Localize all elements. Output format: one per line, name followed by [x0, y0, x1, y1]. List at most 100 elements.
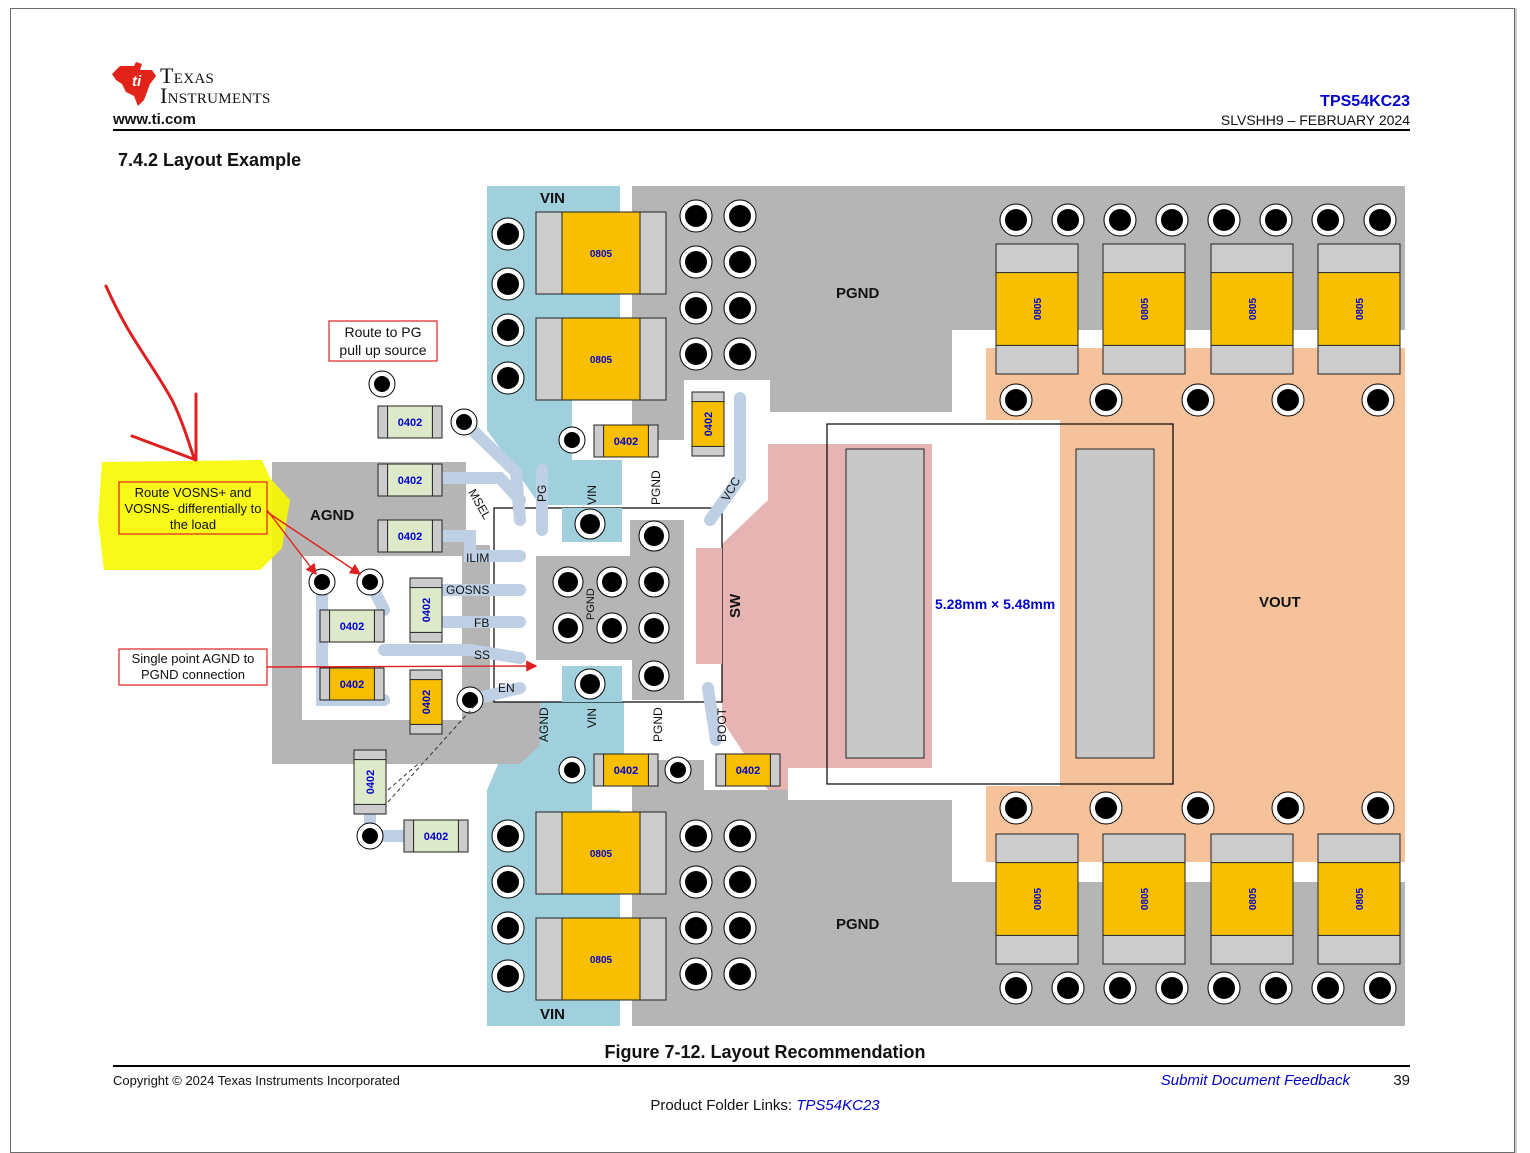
label-vout: VOUT — [1259, 594, 1301, 611]
via — [368, 370, 396, 398]
via — [1207, 203, 1241, 237]
pin-vin-bottom: VIN — [585, 708, 599, 728]
label-sw: SW — [727, 593, 744, 618]
pin-pg: PG — [535, 485, 549, 502]
via — [679, 911, 713, 945]
svg-text:0402: 0402 — [614, 765, 638, 777]
via — [1363, 203, 1397, 237]
via — [1181, 791, 1215, 825]
callout-pg-line2: pull up source — [339, 342, 426, 358]
via — [596, 566, 628, 598]
via — [1155, 203, 1189, 237]
doc-revision: SLVSHH9 – FEBRUARY 2024 — [1220, 112, 1410, 128]
submit-feedback-link[interactable]: Submit Document Feedback — [1160, 1072, 1350, 1089]
component-0402: 0402 — [319, 609, 385, 643]
via — [1361, 383, 1395, 417]
product-link[interactable]: TPS54KC23 — [796, 1097, 880, 1114]
via — [456, 686, 484, 714]
callout-vosns-line2: VOSNS- differentially to — [124, 501, 261, 516]
via — [450, 408, 478, 436]
website-url[interactable]: www.ti.com — [113, 111, 196, 128]
via — [1103, 203, 1137, 237]
svg-text:0805: 0805 — [590, 955, 613, 966]
via — [679, 291, 713, 325]
figure-caption: Figure 7-12. Layout Recommendation — [604, 1042, 926, 1062]
via — [1311, 203, 1345, 237]
via — [308, 568, 336, 596]
via — [638, 566, 670, 598]
via — [638, 520, 670, 552]
product-folder-links: Product Folder Links: TPS54KC23 — [0, 1097, 1530, 1114]
svg-text:0402: 0402 — [398, 417, 422, 429]
capacitor-0805: 0805 — [1102, 243, 1186, 375]
component-set: 0805080508050805080508050805080508050805… — [319, 211, 1401, 1001]
component-0402: 0402 — [319, 667, 385, 701]
via — [679, 957, 713, 991]
section-title: 7.4.2 Layout Example — [118, 150, 302, 170]
svg-text:0805: 0805 — [1355, 297, 1366, 320]
via — [491, 313, 525, 347]
via — [664, 756, 692, 784]
via — [558, 756, 586, 784]
via — [1207, 971, 1241, 1005]
via — [1311, 971, 1345, 1005]
component-0402: 0402 — [593, 753, 659, 787]
via — [1259, 203, 1293, 237]
pin-gosns: GOSNS — [446, 583, 489, 597]
via — [999, 383, 1033, 417]
via — [574, 508, 606, 540]
pin-ss: SS — [474, 648, 490, 662]
component-0402: 0402 — [377, 519, 443, 553]
label-pgnd-bottom: PGND — [836, 916, 880, 933]
via — [638, 612, 670, 644]
component-0402: 0402 — [377, 405, 443, 439]
via — [491, 267, 525, 301]
via — [999, 791, 1033, 825]
svg-text:0402: 0402 — [398, 475, 422, 487]
via — [1259, 971, 1293, 1005]
svg-text:0402: 0402 — [421, 690, 433, 714]
via — [723, 865, 757, 899]
pin-pgnd-bottom: PGND — [651, 707, 665, 742]
header-rule — [113, 129, 1410, 131]
label-inductor-size: 5.28mm × 5.48mm — [935, 596, 1055, 612]
svg-text:0402: 0402 — [703, 412, 715, 436]
svg-text:0805: 0805 — [590, 849, 613, 860]
ti-logo-icon: ti — [112, 62, 156, 106]
via — [999, 203, 1033, 237]
component-0402: 0402 — [691, 391, 725, 457]
capacitor-0805: 0805 — [535, 917, 667, 1001]
via — [1089, 383, 1123, 417]
callout-vosns-box — [118, 481, 268, 535]
via — [679, 245, 713, 279]
callout-vosns-line3: the load — [170, 517, 216, 532]
capacitor-0805: 0805 — [535, 811, 667, 895]
pin-boot: BOOT — [715, 707, 729, 742]
callout-agnd-box — [118, 648, 268, 686]
callout-pg-box — [328, 320, 438, 362]
via — [723, 199, 757, 233]
svg-text:0402: 0402 — [424, 831, 448, 843]
via — [723, 245, 757, 279]
doc-id[interactable]: TPS54KC23 — [1320, 93, 1410, 110]
svg-text:0805: 0805 — [1033, 297, 1044, 320]
company-line2: Instruments — [160, 83, 271, 108]
component-0402: 0402 — [403, 819, 469, 853]
svg-text:0402: 0402 — [736, 765, 760, 777]
via — [1181, 383, 1215, 417]
component-0402: 0402 — [409, 669, 443, 735]
company-line1: Texas — [160, 63, 215, 88]
via — [491, 865, 525, 899]
handdrawn-arrow-head — [130, 392, 198, 462]
footer-rule — [113, 1065, 1410, 1067]
via — [1271, 383, 1305, 417]
via — [491, 959, 525, 993]
label-pgnd-top: PGND — [836, 285, 880, 302]
via — [679, 199, 713, 233]
pin-msel: MSEL — [465, 487, 494, 523]
svg-text:0402: 0402 — [421, 598, 433, 622]
via — [491, 217, 525, 251]
via — [638, 660, 670, 692]
svg-text:0402: 0402 — [398, 531, 422, 543]
